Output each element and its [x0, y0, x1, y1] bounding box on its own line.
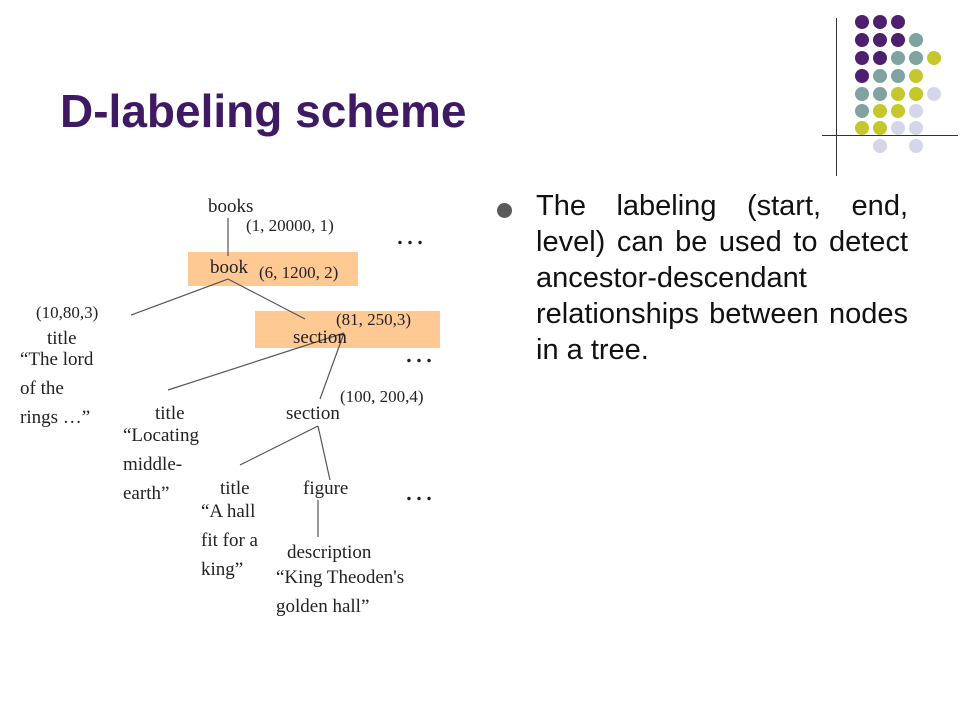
decorative-dot [855, 51, 869, 65]
edge-section-title-inner [239, 425, 319, 466]
decorative-dot [927, 51, 941, 65]
value-title-inner: “A hall fit for a king” [201, 501, 258, 580]
label-book: (6, 1200, 2) [259, 263, 339, 282]
decorative-dot [873, 69, 887, 83]
node-section-inner: section [286, 403, 340, 424]
decorative-dot [873, 15, 887, 29]
decorative-dot [891, 69, 905, 83]
decorative-dot [909, 51, 923, 65]
decorative-dot [855, 104, 869, 118]
decorative-dot [873, 104, 887, 118]
bullet-marker [497, 203, 512, 218]
decorative-dot [873, 51, 887, 65]
node-books: books [208, 196, 254, 217]
edge-section-section [319, 332, 345, 400]
decorative-dot [855, 87, 869, 101]
node-book: book [210, 257, 248, 278]
decorative-dot [855, 69, 869, 83]
node-title-inner: title [220, 478, 250, 499]
node-section-outer: section [293, 327, 347, 348]
ellipsis-figure: … [404, 474, 436, 507]
label-title-book: (10,80,3) [36, 303, 99, 322]
edge-book-section [227, 278, 306, 320]
value-description: “King Theoden's golden hall” [276, 567, 405, 617]
decorative-dot [891, 15, 905, 29]
label-section-inner: (100, 200,4) [340, 387, 424, 406]
node-title-book: title [47, 328, 77, 349]
node-title-section: title [155, 403, 185, 424]
decorative-vertical-line [836, 18, 837, 176]
label-section-outer: (81, 250,3) [336, 310, 412, 329]
decorative-dot [855, 33, 869, 47]
decorative-dot [873, 87, 887, 101]
edge-section-figure [317, 425, 331, 481]
ellipsis-section: … [404, 336, 436, 369]
decorative-dot [909, 139, 923, 153]
edge-book-title [130, 278, 229, 316]
value-title-section: “Locating middle- earth” [123, 425, 199, 504]
decorative-dot [909, 104, 923, 118]
bullet-text: The labeling (start, end, level) can be … [536, 190, 908, 366]
node-figure: figure [303, 478, 349, 499]
section-node-highlight [255, 311, 440, 348]
decorative-dot [855, 15, 869, 29]
decorative-dot [909, 121, 923, 135]
decorative-dot [891, 87, 905, 101]
decorative-dot [909, 87, 923, 101]
value-title-book: “The lord of the rings …” [20, 349, 94, 428]
slide-title: D-labeling scheme [60, 85, 467, 137]
decorative-horizontal-line [822, 135, 958, 136]
decorative-dot [891, 51, 905, 65]
decorative-dot [873, 139, 887, 153]
label-books: (1, 20000, 1) [246, 216, 334, 235]
decorative-dot [891, 33, 905, 47]
decorative-dot [873, 33, 887, 47]
node-description: description [287, 542, 372, 563]
decorative-dot [927, 87, 941, 101]
decorative-dot [891, 121, 905, 135]
decorative-dot [909, 33, 923, 47]
decorative-dot [855, 121, 869, 135]
decorative-dot [873, 121, 887, 135]
edge-section-title [167, 332, 345, 391]
ellipsis-books: … [395, 218, 427, 251]
decorative-dot [909, 69, 923, 83]
book-node-highlight [188, 252, 358, 286]
decorative-dot [891, 104, 905, 118]
